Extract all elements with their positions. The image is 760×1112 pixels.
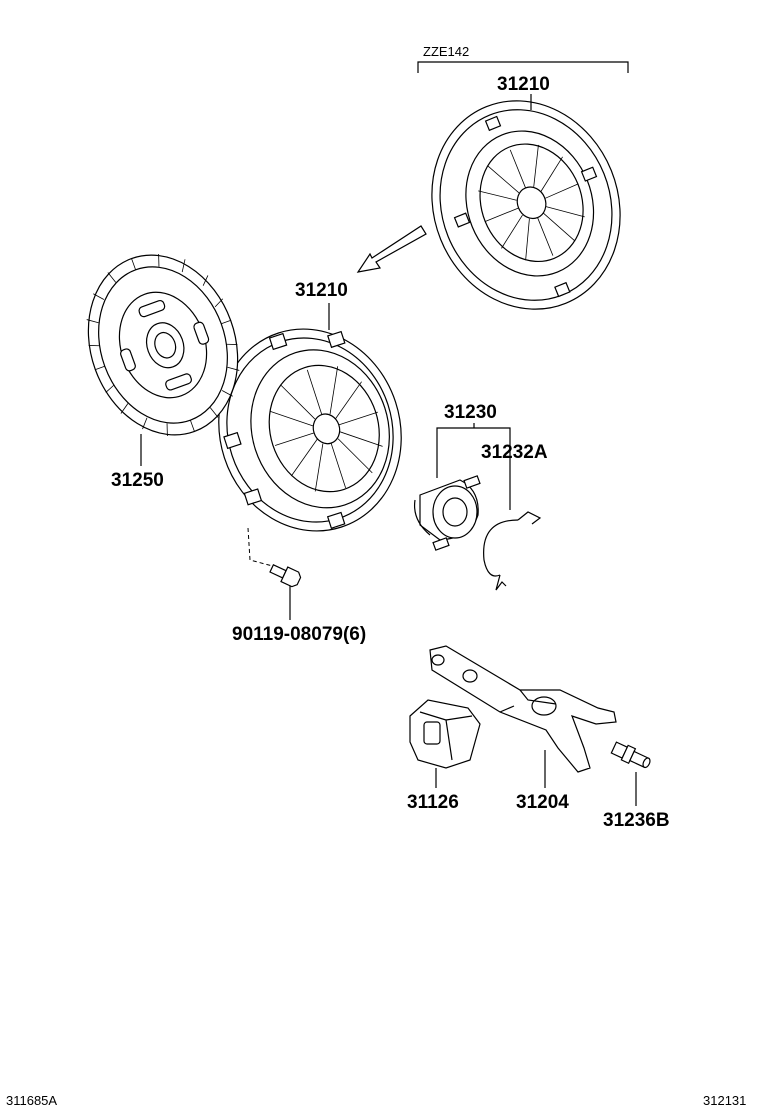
part-number-release-fork: 31204 [516,792,569,813]
cover-bolt-illustration [269,563,302,588]
part-number-cover-bolt: 90119-08079(6) [232,624,366,645]
fork-support-illustration [610,741,651,769]
replacement-arrow [356,225,427,273]
release-bearing-illustration [413,475,481,551]
release-fork-illustration [429,645,617,773]
footer-right-code: 312131 [703,1093,746,1108]
clutch-disc-illustration [86,254,240,436]
bolt-position-dashed-line [247,527,281,569]
variant-label: ZZE142 [423,44,469,59]
part-number-fork-support: 31236B [603,810,670,831]
part-number-clutch-disc: 31250 [111,470,164,491]
fork-boot-illustration [409,699,481,769]
release-bearing-bracket [436,427,511,510]
part-number-clutch-cover-top: 31210 [497,74,550,95]
clutch-cover-main-illustration [218,328,402,532]
part-number-release-bearing-assy: 31230 [444,402,497,423]
part-number-fork-boot: 31126 [407,792,459,813]
bearing-clip-illustration [483,511,542,591]
variant-bracket: ZZE142 [417,44,629,73]
part-number-bearing-clip: 31232A [481,442,548,463]
footer-left-code: 311685A [6,1093,57,1108]
part-number-clutch-cover-main: 31210 [295,280,348,301]
clutch-cover-top-illustration [431,100,621,310]
